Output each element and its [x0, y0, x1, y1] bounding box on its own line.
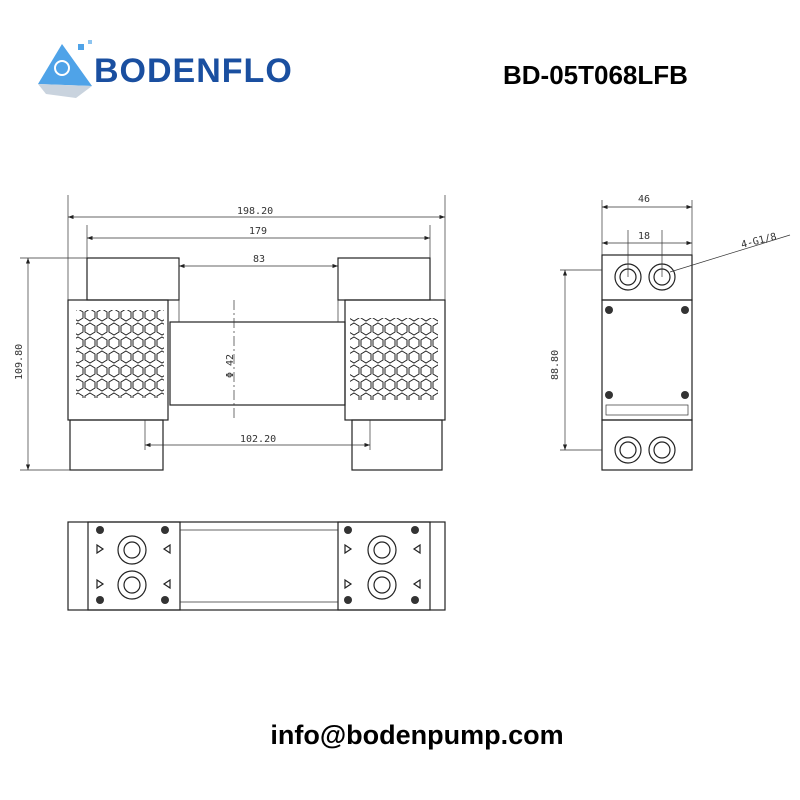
dim-port-spacing: 18	[638, 231, 650, 242]
brand-logo	[36, 36, 316, 106]
dim-body-length: 179	[249, 226, 267, 237]
dim-side-width: 46	[638, 194, 650, 205]
dim-ports: 4-G1/8	[740, 231, 778, 250]
bottom-view	[67, 521, 446, 611]
dim-diameter: Φ 42	[225, 354, 236, 378]
dim-base-span: 102.20	[240, 434, 276, 445]
dim-overall-length: 198.20	[237, 206, 273, 217]
dim-head-gap: 83	[253, 254, 265, 265]
dim-side-height: 88.80	[550, 350, 561, 380]
front-view: 198.20 179 83 102.20 Φ 42 109.80	[14, 195, 446, 471]
dim-height: 109.80	[14, 344, 25, 380]
side-view: 46 18 4-G1/8 88.80	[550, 194, 791, 471]
logo-icon	[38, 40, 92, 98]
model-number: BD-05T068LFB	[503, 60, 688, 90]
contact-email: info@bodenpump.com	[270, 720, 564, 750]
brand-name: BODENFLO	[94, 52, 293, 90]
